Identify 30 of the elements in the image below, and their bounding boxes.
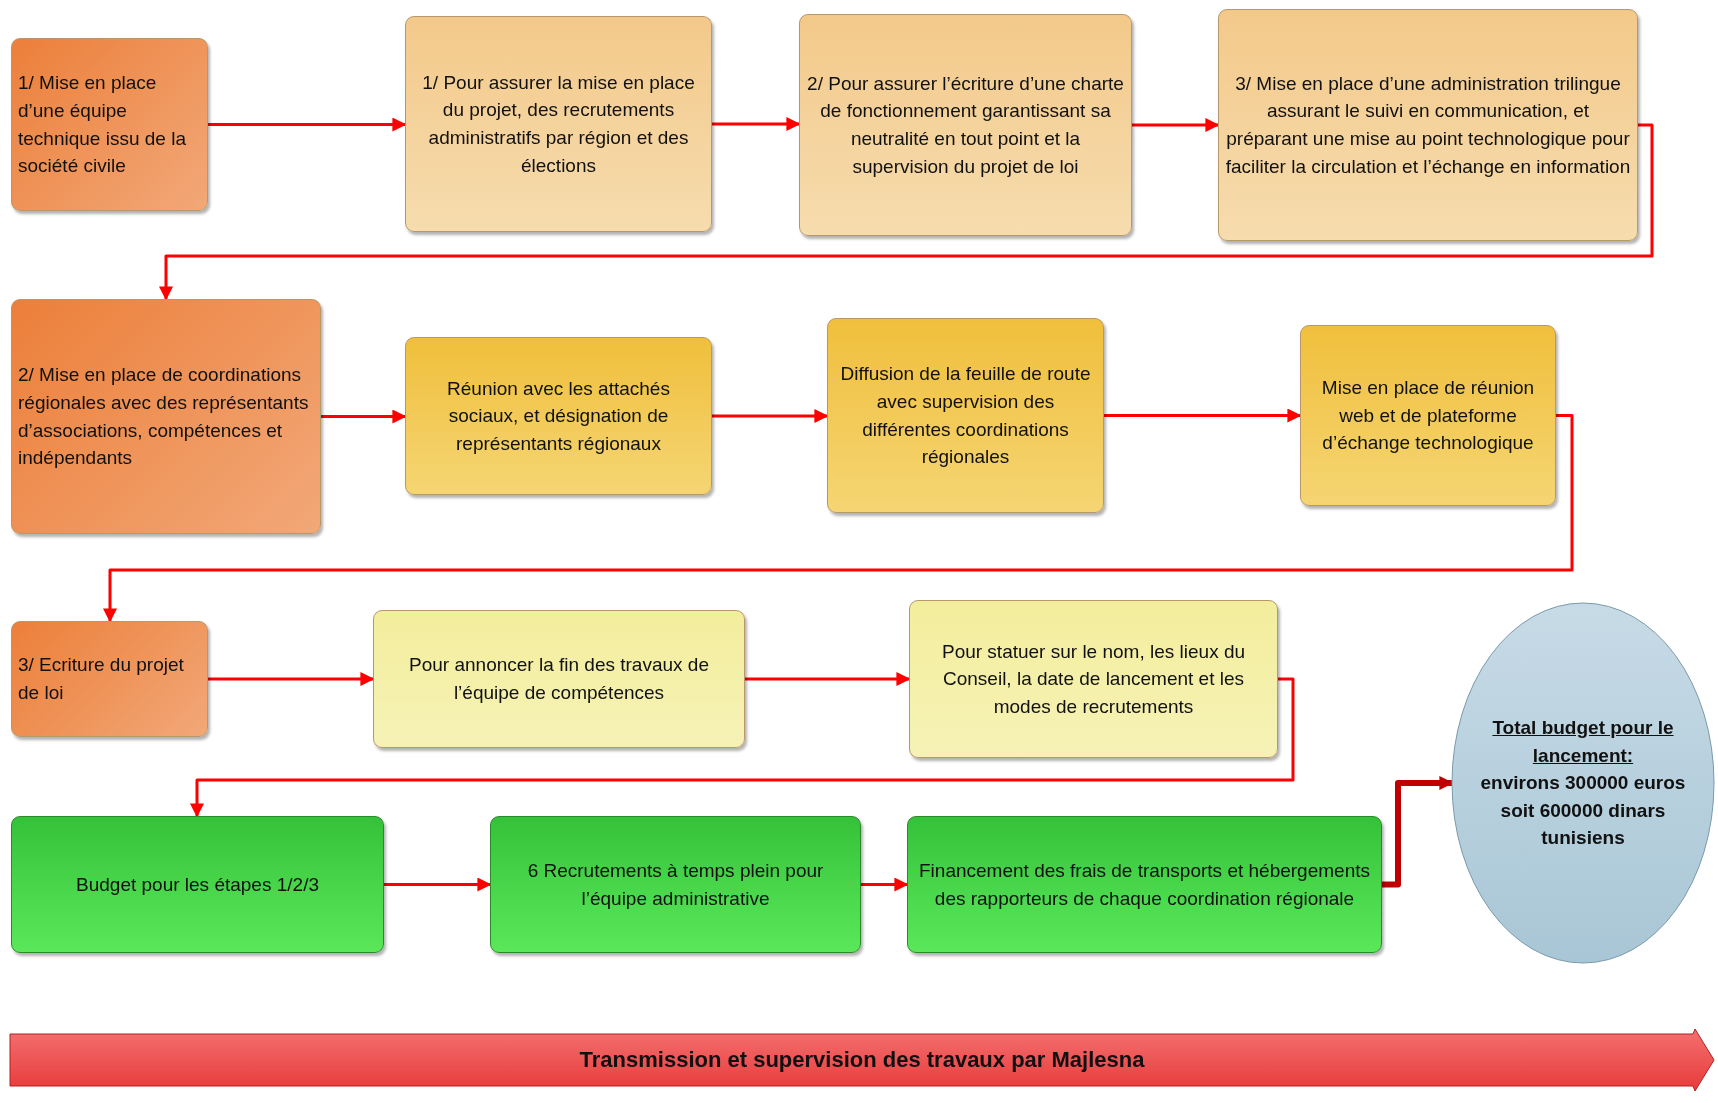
process-box: 3/ Mise en place d’une administration trilingue assurant le suivi en communication, et préparant une mise au point technologique pour faciliter la circulation et l’échange en information <box>1218 9 1638 241</box>
step-box: 1/ Mise en place d’une équipe technique issu de la société civile <box>11 38 208 211</box>
arrow <box>1382 776 1454 888</box>
arrow <box>712 409 829 423</box>
total-budget-ellipse: Total budget pour le lancement: environs 300000 euros soit 600000 dinars tunisiens <box>1450 601 1716 965</box>
budget-box: Financement des frais de transports et hébergements des rapporteurs de chaque coordination régionale <box>907 816 1382 953</box>
process-box: Diffusion de la feuille de route avec supervision des différentes coordinations régionales <box>827 318 1104 513</box>
process-box: Mise en place de réunion web et de plateforme d’échange technologique <box>1300 325 1556 506</box>
arrow <box>190 677 1295 818</box>
timeline-arrow: Transmission et supervision des travaux par Majlesna <box>9 1028 1715 1092</box>
process-box: Pour statuer sur le nom, les lieux du Conseil, la date de lancement et les modes de recrutements <box>909 600 1278 758</box>
process-box: 1/ Pour assurer la mise en place du projet, des recrutements administratifs par région et des élections <box>405 16 712 232</box>
arrow <box>103 414 1574 623</box>
process-box: Pour annoncer la fin des travaux de l’équipe de compétences <box>373 610 745 748</box>
step-box: 3/ Ecriture du projet de loi <box>11 621 208 737</box>
process-box: Réunion avec les attachés sociaux, et désignation de représentants régionaux <box>405 337 712 495</box>
arrow <box>1104 408 1302 423</box>
arrow <box>861 877 909 892</box>
budget-box: 6 Recrutements à temps plein pour l’équipe administrative <box>490 816 861 953</box>
arrow <box>384 877 492 892</box>
arrow <box>159 123 1654 301</box>
arrow <box>321 409 407 424</box>
arrow <box>208 117 407 132</box>
process-box: 2/ Pour assurer l’écriture d’une charte de fonctionnement garantissant sa neutralité en tout point et la supervision du projet de loi <box>799 14 1132 236</box>
arrow <box>712 117 801 131</box>
arrow <box>1132 118 1220 132</box>
arrow <box>745 672 911 686</box>
arrow <box>208 672 375 686</box>
step-box: 2/ Mise en place de coordinations régionales avec des représentants d’associations, compétences et indépendants <box>11 299 321 534</box>
budget-box: Budget pour les étapes 1/2/3 <box>11 816 384 953</box>
